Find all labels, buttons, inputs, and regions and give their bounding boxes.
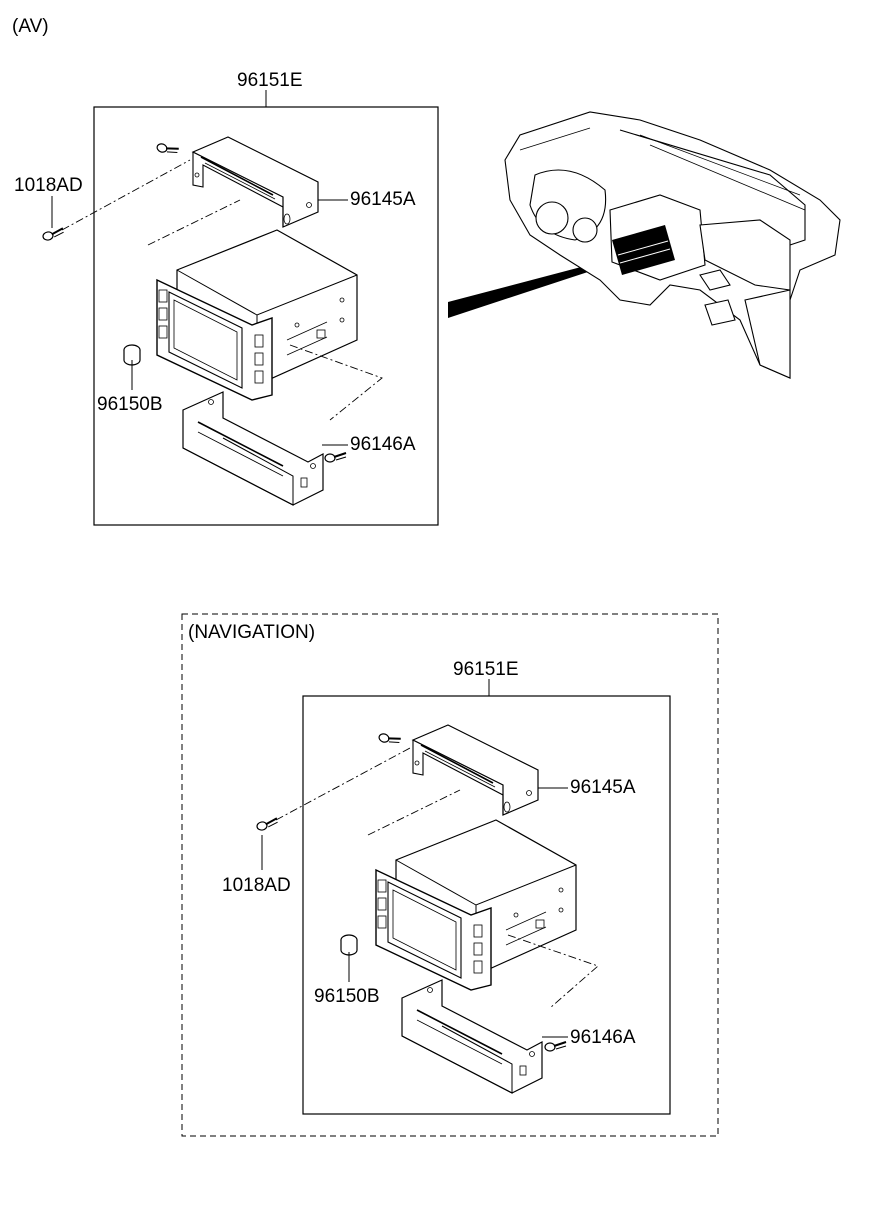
- av-callout-1018ad: 1018AD: [14, 175, 83, 196]
- nav-title: (NAVIGATION): [188, 622, 315, 643]
- av-callout-96146a: 96146A: [350, 434, 416, 455]
- nav-upper-bracket: [412, 724, 539, 816]
- av-callout-96150b: 96150B: [97, 394, 163, 415]
- nav-small-screw-icon: [376, 730, 402, 749]
- nav-screw-1018ad-icon: [255, 817, 280, 832]
- nav-dashed-frame: [181, 613, 719, 1137]
- nav-head-unit: [375, 819, 577, 991]
- nav-callout-96150b: 96150B: [314, 986, 380, 1007]
- dashboard-locator: [448, 111, 841, 379]
- nav-assembly-box: [302, 695, 671, 1115]
- nav-callout-96145a: 96145A: [570, 777, 636, 798]
- av-assembly-box: [93, 106, 439, 526]
- av-small-screw-icon: [154, 140, 180, 159]
- av-title: (AV): [12, 16, 49, 37]
- nav-assembly-label: 96151E: [453, 659, 519, 680]
- nav-lower-bracket: [401, 979, 543, 1094]
- av-lower-bracket: [182, 391, 324, 506]
- av-assembly-label: 96151E: [237, 70, 303, 91]
- nav-section: (NAVIGATION) 96151E 1018AD 96145A 96150B…: [181, 613, 719, 1137]
- av-section: (AV) 96151E 1018AD 96145A 96150B 96146A: [12, 16, 439, 526]
- nav-callout-96146a: 96146A: [570, 1027, 636, 1048]
- av-lower-screw-icon: [324, 452, 347, 463]
- av-screw-1018ad-icon: [41, 227, 66, 242]
- nav-callout-1018ad: 1018AD: [222, 875, 291, 896]
- nav-lower-screw-icon: [544, 1041, 567, 1052]
- av-callout-96145a: 96145A: [350, 189, 416, 210]
- av-head-unit: [156, 229, 358, 401]
